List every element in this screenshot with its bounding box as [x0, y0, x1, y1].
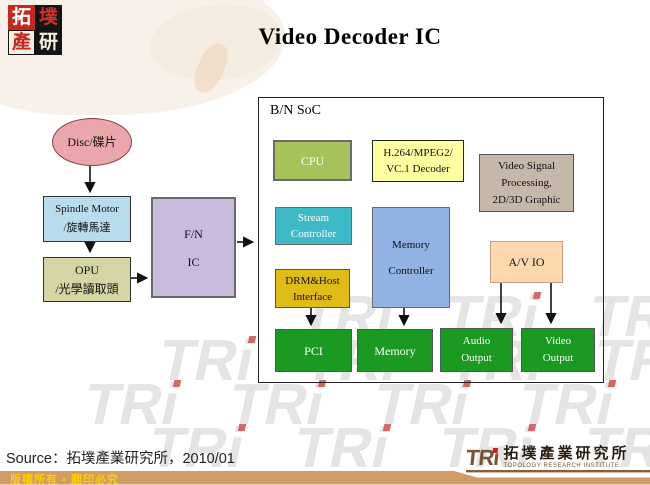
drm-line2: Interface [292, 290, 333, 303]
tri-wordmark-tr: TR [464, 445, 495, 470]
cpu-box: CPU [273, 140, 352, 181]
watermark-dot [172, 380, 182, 387]
watermark-dot [527, 424, 537, 431]
soc-label: B/N SoC [270, 103, 321, 118]
memory-label: Memory [374, 343, 416, 358]
video-line1: Video [544, 335, 572, 347]
logo-char: 拓 [8, 5, 35, 30]
opu-line2: /光學讀取頭 [55, 281, 119, 296]
decoder-line2: VC.1 Decoder [386, 163, 450, 175]
page-title: Video Decoder IC [258, 24, 442, 49]
memory-controller-box: Memory Controller [372, 207, 450, 308]
tri-wordmark: TRı [464, 445, 500, 470]
tri-watermark-tile: TRi [153, 328, 261, 393]
watermark-dot [247, 336, 257, 343]
decoder-line1: H.264/MPEG2/ [383, 147, 453, 159]
tri-watermark-tile: TRi [288, 416, 396, 467]
audio-line2: Output [461, 352, 492, 364]
audio-line1: Audio [462, 335, 491, 347]
logo-char: 墣 [35, 5, 62, 30]
stream-controller-box: Stream Controller [275, 207, 352, 245]
tri-cn-name: 拓墣產業研究所 [503, 446, 630, 462]
audio-output-box: Audio Output [440, 328, 513, 372]
memctrl-line2: Controller [388, 264, 434, 277]
memctrl-line1: Memory [392, 238, 430, 251]
drm-line1: DRM&Host [285, 274, 340, 287]
drm-host-box: DRM&Host Interface [275, 269, 350, 308]
spindle-motor-box: Spindle Motor /旋轉馬達 [43, 196, 131, 242]
tri-watermark-tile: TRi [513, 372, 621, 437]
copyright-text: 版權所有 ▪ 翻印必究 [10, 474, 120, 485]
tri-en-name: TOPOLOGY RESEARCH INSTITUTE [503, 463, 620, 469]
company-seal-logo: 拓 墣 產 研 [8, 5, 62, 55]
cpu-label: CPU [300, 153, 325, 168]
watermark-dot [607, 380, 617, 387]
video-line2: Output [542, 352, 574, 364]
vsp-line1: Video Signal [497, 159, 556, 172]
watermark-dot [237, 424, 247, 431]
vsp-line2: Processing, [501, 176, 552, 189]
video-output-box: Video Output [521, 328, 595, 372]
stream-line1: Stream [297, 212, 330, 224]
pci-label: PCI [304, 343, 323, 358]
av-io-box: A/V IO [490, 241, 563, 283]
opu-box: OPU /光學讀取頭 [43, 257, 131, 302]
opu-line1: OPU [74, 262, 99, 277]
video-signal-box: Video Signal Processing, 2D/3D Graphic [479, 154, 574, 212]
stream-line2: Controller [290, 228, 337, 240]
pci-box: PCI [275, 329, 352, 372]
memory-box: Memory [357, 329, 433, 372]
disc-ellipse: Disc/碟片 [52, 118, 132, 166]
tri-logo: TRı 拓墣產業研究所 TOPOLOGY RESEARCH INSTITUTE [464, 445, 629, 470]
spindle-line2: /旋轉馬達 [63, 222, 111, 234]
tri-logo-text: 拓墣產業研究所 TOPOLOGY RESEARCH INSTITUTE [503, 447, 629, 470]
disc-label: Disc/碟片 [67, 135, 117, 149]
fn-line1: F/N [184, 226, 203, 241]
av-io-label: A/V IO [508, 255, 545, 269]
watermark-dot [382, 424, 392, 431]
tri-watermark-tile: TRi [78, 372, 186, 437]
fn-ic-box: F/N IC [151, 197, 236, 298]
tri-logo-dot [492, 448, 499, 453]
source-text: Source：拓墣產業研究所，2010/01 [6, 451, 235, 467]
logo-char: 研 [35, 30, 62, 55]
tri-watermark-tile: TRi [368, 372, 476, 437]
tri-watermark-tile: TRi [223, 372, 331, 437]
logo-char: 產 [8, 30, 35, 55]
vsp-line3: 2D/3D Graphic [492, 193, 561, 206]
fn-line2: IC [187, 254, 200, 269]
decoder-box: H.264/MPEG2/ VC.1 Decoder [372, 140, 464, 182]
spindle-line1: Spindle Motor [55, 203, 119, 215]
